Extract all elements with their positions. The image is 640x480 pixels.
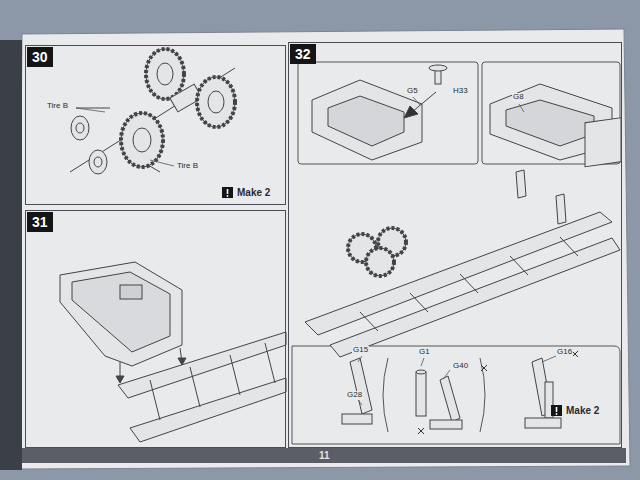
- part-number: G8: [512, 93, 525, 102]
- part-label: Tire B: [46, 102, 69, 111]
- note-text: Make 2: [236, 187, 271, 198]
- note-text: Make 2: [565, 405, 600, 416]
- step-panel: 31: [25, 210, 286, 448]
- part-label: Tire B: [176, 162, 199, 171]
- part-number: H33: [452, 87, 469, 96]
- step-number: 30: [27, 47, 53, 67]
- part-number: G40: [452, 362, 469, 371]
- page-number: 11: [318, 450, 331, 461]
- step-panel: 30: [25, 45, 286, 205]
- step-number: 31: [27, 212, 53, 232]
- part-number: G1: [418, 348, 431, 357]
- part-number: G28: [346, 391, 363, 400]
- part-number: G16: [556, 348, 573, 357]
- part-number: G5: [406, 87, 419, 96]
- part-number: G15: [352, 346, 369, 355]
- step-panel: 32: [288, 42, 622, 448]
- step-number: 32: [290, 44, 316, 64]
